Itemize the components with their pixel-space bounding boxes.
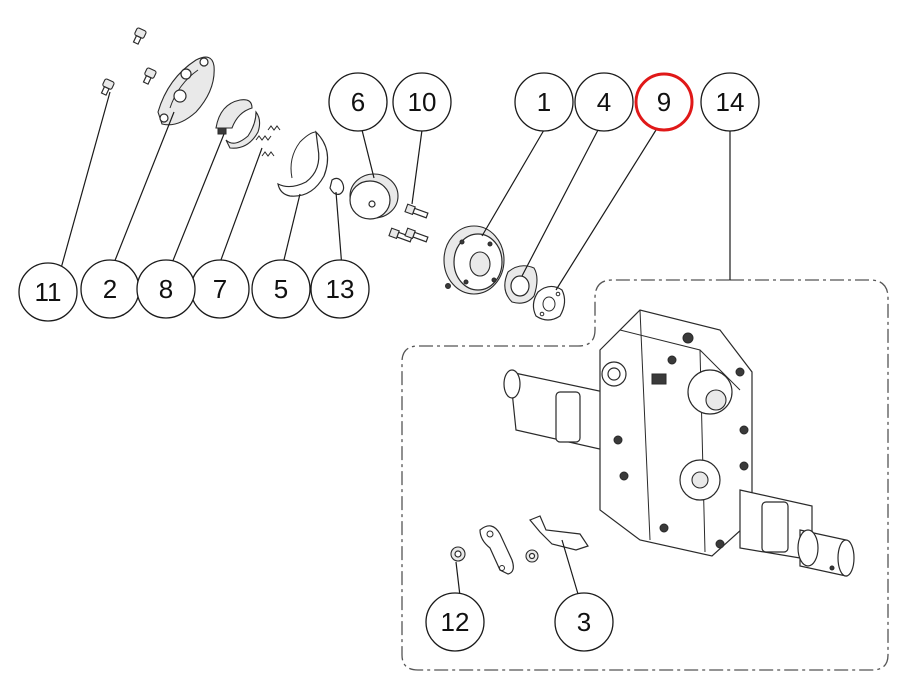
callout-7[interactable]: 7 — [190, 259, 250, 319]
callout-label: 9 — [657, 87, 671, 117]
callout-13[interactable]: 13 — [310, 259, 370, 319]
callout-4[interactable]: 4 — [574, 72, 634, 132]
part-bracket-3 — [479, 515, 589, 575]
part-brake-shoes-8 — [215, 99, 261, 149]
callout-label: 11 — [35, 277, 62, 307]
part-gasket-9 — [532, 285, 566, 321]
callout-12[interactable]: 12 — [425, 592, 485, 652]
part-transaxle-14 — [503, 309, 855, 577]
callout-9[interactable]: 9 — [634, 72, 694, 132]
callout-10[interactable]: 10 — [392, 72, 452, 132]
part-hub-1 — [443, 225, 505, 295]
callout-label: 8 — [159, 274, 173, 304]
callout-11[interactable]: 11 — [18, 262, 78, 322]
callout-label: 14 — [716, 87, 745, 117]
callout-8[interactable]: 8 — [136, 259, 196, 319]
callout-14[interactable]: 14 — [700, 72, 760, 132]
callout-label: 7 — [213, 274, 227, 304]
part-bolts-10 — [388, 203, 429, 243]
callout-label: 2 — [103, 274, 117, 304]
callout-1[interactable]: 1 — [514, 72, 574, 132]
callout-2[interactable]: 2 — [80, 259, 140, 319]
callout-label: 10 — [408, 87, 437, 117]
callout-5[interactable]: 5 — [251, 259, 311, 319]
part-snap-ring-5 — [277, 130, 329, 197]
leader-lines — [59, 91, 731, 597]
callout-label: 6 — [351, 87, 365, 117]
callout-label: 1 — [537, 87, 551, 117]
part-nuts-12 — [450, 546, 539, 563]
callout-label: 4 — [597, 87, 611, 117]
callout-6[interactable]: 6 — [328, 72, 388, 132]
part-clip-13 — [329, 177, 345, 195]
part-cover-plate-2 — [157, 56, 215, 126]
part-disc-6 — [349, 173, 399, 220]
part-screws-11 — [100, 27, 157, 96]
callout-label: 13 — [326, 274, 355, 304]
callout-label: 3 — [577, 607, 591, 637]
assembly-boundary — [401, 279, 889, 671]
callout-label: 12 — [441, 607, 470, 637]
part-springs-7 — [255, 125, 281, 157]
part-flange-4 — [504, 265, 538, 304]
callout-label: 5 — [274, 274, 288, 304]
callout-3[interactable]: 3 — [554, 592, 614, 652]
